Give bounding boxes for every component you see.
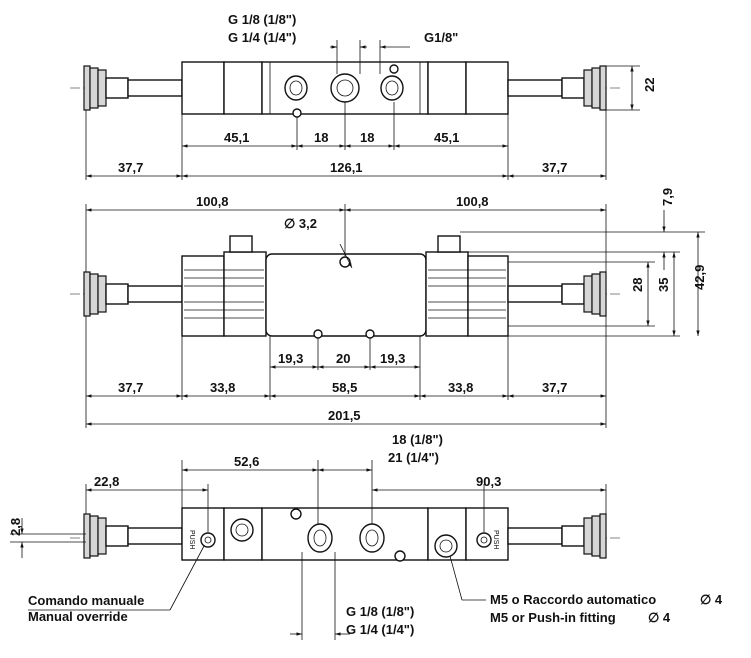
m5-fitting-right [434,534,458,558]
front-right-connector [507,271,607,317]
bottom-dim-52-6: 52,6 [234,454,259,469]
front-hole-label: ∅ 3,2 [284,216,317,231]
front-dim-28: 28 [630,278,645,292]
front-dim-35: 35 [656,278,671,292]
front-dim-33-left: 33,8 [210,380,235,395]
fitting-label-en-diameter: ∅ 4 [648,610,671,625]
manual-override-left [200,532,216,548]
front-view: 100,8 100,8 7,9 ∅ 3,2 28 35 42,9 19,3 20… [70,188,707,428]
top-dim-45-right: 45,1 [434,130,459,145]
top-port-label-2: G 1/4 (1/4") [228,30,296,45]
push-label-right: PUSH [492,530,499,549]
bottom-dim-90-3: 90,3 [476,474,501,489]
top-view: G 1/8 (1/8") G 1/4 (1/4") G1/8" 22 45,1 … [70,12,657,180]
front-dim-37-right: 37,7 [542,380,567,395]
port-holes-top [284,64,404,118]
top-dim-37-left: 37,7 [118,160,143,175]
front-dim-19-left: 19,3 [278,351,303,366]
fitting-label-en: M5 or Push-in fitting [490,610,616,625]
front-dim-19-right: 19,3 [380,351,405,366]
bottom-dim-22-8: 22,8 [94,474,119,489]
bottom-dim-2-8: 2,8 [8,518,23,536]
manual-override-label-it: Comando manuale [28,593,144,608]
front-dim-7-9: 7,9 [660,188,675,206]
top-dim-45-left: 45,1 [224,130,249,145]
top-dim-18-right: 18 [360,130,374,145]
push-label-left: PUSH [188,530,195,549]
front-dim-100-right: 100,8 [456,194,489,209]
front-dim-37-left: 37,7 [118,380,143,395]
top-port-label-3: G1/8" [424,30,458,45]
left-coil [181,61,225,115]
top-dim-total: 126,1 [330,160,363,175]
top-port-label-1: G 1/8 (1/8") [228,12,296,27]
bottom-right-connector [507,513,607,559]
bottom-port-label-2: G 1/4 (1/4") [346,622,414,637]
front-dim-overall: 201,5 [328,408,361,423]
left-coil-connector [83,65,183,111]
front-dim-33-right: 33,8 [448,380,473,395]
top-dim-37-right: 37,7 [542,160,567,175]
manual-override-label-en: Manual override [28,609,128,624]
front-dim-58-5: 58,5 [332,380,357,395]
bottom-dim-18-label: 18 (1/8") [392,432,443,447]
front-dim-100-left: 100,8 [196,194,229,209]
fitting-label-it: M5 o Raccordo automatico [490,592,656,607]
bottom-port-label-1: G 1/8 (1/8") [346,604,414,619]
manual-override-right [476,532,492,548]
front-dim-42-9: 42,9 [692,265,707,290]
fitting-label-it-diameter: ∅ 4 [700,592,723,607]
bottom-view: PUSH PUSH [8,432,723,640]
front-dim-20: 20 [336,351,350,366]
bottom-left-connector [83,513,183,559]
left-coil-fins [184,269,264,319]
top-dim-18-left: 18 [314,130,328,145]
top-dim-height: 22 [642,78,657,92]
right-coil-connector [507,65,607,111]
bottom-dim-21-label: 21 (1/4") [388,450,439,465]
front-left-connector [83,271,183,317]
right-coil [465,61,509,115]
right-coil-fins [428,269,506,319]
